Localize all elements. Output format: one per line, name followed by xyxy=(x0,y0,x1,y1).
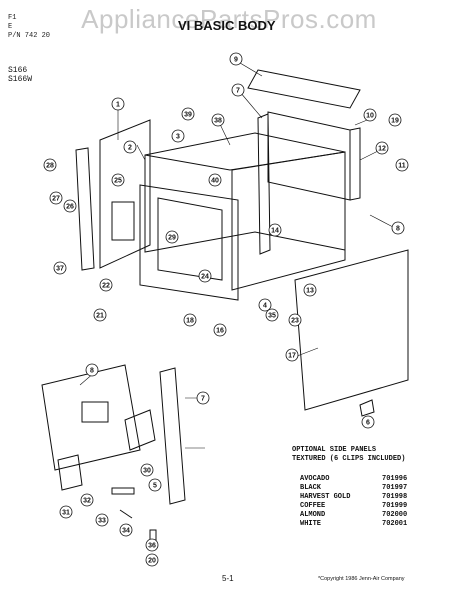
callout-20: 20 xyxy=(148,558,156,565)
optional-panels-heading-line-2: TEXTURED (6 CLIPS INCLUDED) xyxy=(292,455,406,463)
top-panel xyxy=(247,69,361,109)
callout-7: 7 xyxy=(201,396,205,403)
callout-12: 12 xyxy=(378,146,386,153)
callout-22: 22 xyxy=(102,283,110,290)
callout-33: 33 xyxy=(98,518,106,525)
back-panel xyxy=(267,111,351,201)
callout-35: 35 xyxy=(268,313,276,320)
header-line-1: F1 xyxy=(8,14,17,22)
copyright-notice: *Copyright 1986 Jenn-Air Company xyxy=(318,576,405,582)
callout-14: 14 xyxy=(271,228,279,235)
hinge-bracket xyxy=(124,409,156,451)
screw-34 xyxy=(119,509,133,519)
panel-color: WHITE xyxy=(300,520,322,528)
lower-bracket-31 xyxy=(57,454,83,491)
callout-36: 36 xyxy=(148,543,156,550)
callout-26: 26 xyxy=(66,204,74,211)
callout-34: 34 xyxy=(122,528,130,535)
table-row: COFFEE 701999 xyxy=(300,502,411,511)
panel-part-number: 701998 xyxy=(382,493,408,501)
table-row: BLACK 701997 xyxy=(300,484,411,493)
callout-2: 2 xyxy=(128,145,132,152)
callout-8: 8 xyxy=(90,368,94,375)
panel-part-number: 701999 xyxy=(382,502,408,510)
panel-color: AVOCADO xyxy=(300,475,330,483)
callout-39: 39 xyxy=(184,112,192,119)
callout-10: 10 xyxy=(366,113,374,120)
callout-17: 17 xyxy=(288,353,296,360)
optional-panels-heading: OPTIONAL SIDE PANELS TEXTURED (6 CLIPS I… xyxy=(292,446,405,464)
callout-38: 38 xyxy=(214,118,222,125)
oven-box-top-edge xyxy=(144,151,346,171)
lower-corner-post xyxy=(159,367,186,505)
page-title: VI BASIC BODY xyxy=(178,18,276,33)
callout-labels: 1 2 3 4 5 6 7 7 8 8 9 10 11 12 13 14 16 … xyxy=(43,52,409,567)
callout-3: 3 xyxy=(176,134,180,141)
panel-color: COFFEE xyxy=(300,502,326,510)
optional-panels-table: AVOCADO 701996 BLACK 701997 HARVEST GOLD 70… xyxy=(300,475,411,529)
corner-post-top xyxy=(257,113,271,255)
insulation-block xyxy=(111,201,135,241)
panel-part-number: 702000 xyxy=(382,511,408,519)
header-block: F1 E P/N 742 20 xyxy=(8,14,50,41)
callout-40: 40 xyxy=(211,178,219,185)
table-row: AVOCADO 701996 xyxy=(300,475,411,484)
callout-5: 5 xyxy=(153,483,157,490)
callout-13: 13 xyxy=(306,288,314,295)
back-panel-flange xyxy=(349,127,361,201)
front-frame-inner xyxy=(157,197,223,281)
right-side-wall xyxy=(231,151,346,291)
callout-1: 1 xyxy=(116,102,120,109)
callout-16: 16 xyxy=(216,328,224,335)
bracket xyxy=(359,399,375,417)
callout-11: 11 xyxy=(398,163,406,170)
lower-panel-cutout xyxy=(81,401,109,423)
panel-color: HARVEST GOLD xyxy=(300,493,351,501)
front-frame-outer xyxy=(139,184,239,301)
callout-24: 24 xyxy=(201,274,209,281)
table-row: WHITE 702001 xyxy=(300,520,411,529)
callout-27: 27 xyxy=(52,196,60,203)
callout-6: 6 xyxy=(366,420,370,427)
optional-panels-heading-line-1: OPTIONAL SIDE PANELS xyxy=(292,446,377,454)
model-number: S166W xyxy=(8,75,33,84)
panel-part-number: 701997 xyxy=(382,484,408,492)
table-row: HARVEST GOLD 701998 xyxy=(300,493,411,502)
panel-part-number: 701996 xyxy=(382,475,408,483)
callout-18: 18 xyxy=(186,318,194,325)
callout-4: 4 xyxy=(263,303,267,310)
table-row: ALMOND 702000 xyxy=(300,511,411,520)
left-side-panel xyxy=(99,119,151,269)
model-list: S166 S166W xyxy=(8,66,32,84)
model-number: S166 xyxy=(8,66,28,75)
callout-37: 37 xyxy=(56,266,64,273)
callout-29: 29 xyxy=(168,235,176,242)
callout-7: 7 xyxy=(236,88,240,95)
header-part-number: P/N 742 20 xyxy=(8,32,51,40)
callout-31: 31 xyxy=(62,510,70,517)
lower-bracket-33 xyxy=(111,487,135,495)
panel-color: BLACK xyxy=(300,484,322,492)
page-number: 5-1 xyxy=(222,574,234,583)
callout-21: 21 xyxy=(96,313,104,320)
left-channel xyxy=(75,147,95,271)
outer-side-panel xyxy=(294,249,409,411)
callout-28: 28 xyxy=(46,163,54,170)
callout-32: 32 xyxy=(83,498,91,505)
callout-25: 25 xyxy=(114,178,122,185)
panel-color: ALMOND xyxy=(300,511,326,519)
callout-8: 8 xyxy=(396,226,400,233)
callout-23: 23 xyxy=(291,318,299,325)
callout-9: 9 xyxy=(234,57,238,64)
panel-part-number: 702001 xyxy=(382,520,408,528)
header-line-2: E xyxy=(8,23,13,31)
lower-side-panel xyxy=(41,364,141,471)
callout-30: 30 xyxy=(143,468,151,475)
callout-19: 19 xyxy=(391,118,399,125)
watermark: AppliancePartsPros.com xyxy=(81,4,377,34)
